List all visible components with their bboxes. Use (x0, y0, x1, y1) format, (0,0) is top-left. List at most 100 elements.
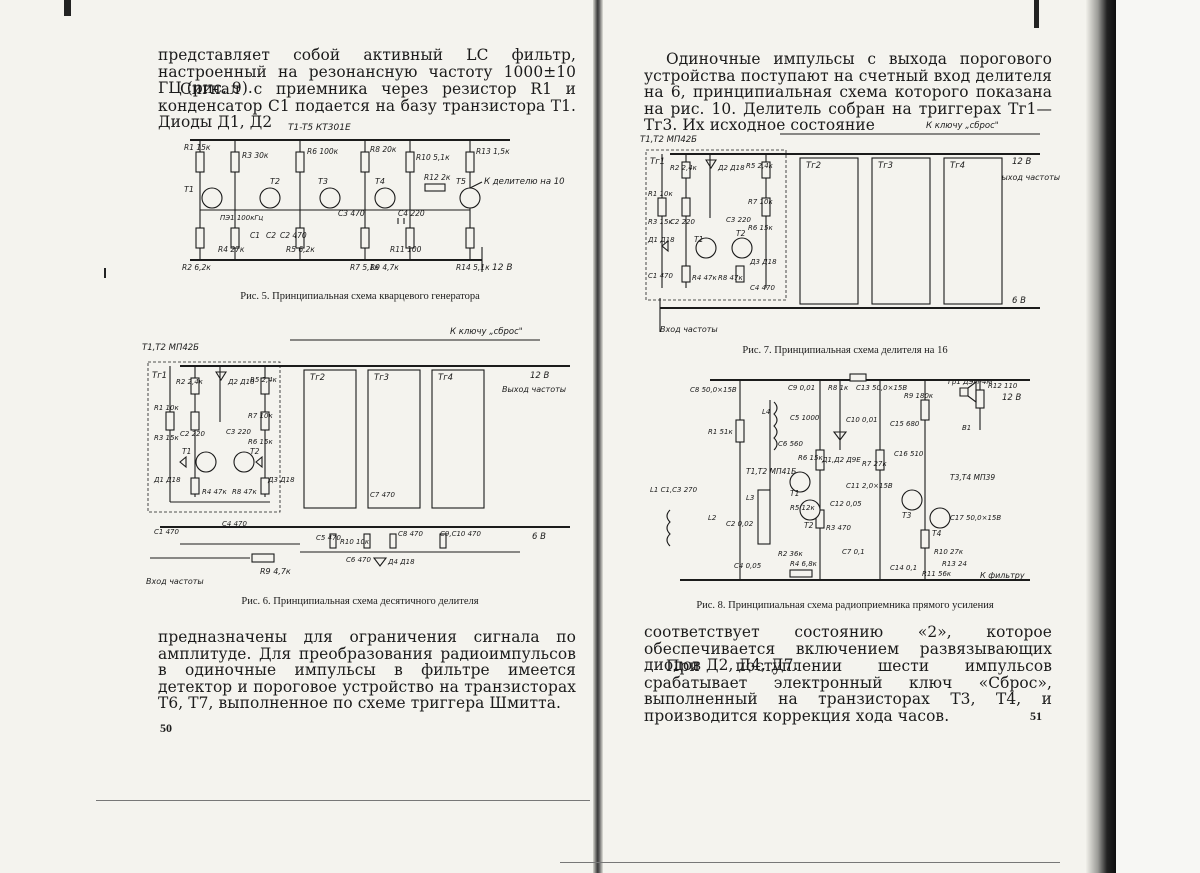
fig7-label: R5 2,4к (746, 162, 774, 170)
fig6-label: C4 470 (222, 520, 247, 528)
page-number: 51 (1030, 709, 1042, 723)
fig5-label: R5 6,2к (286, 245, 315, 254)
fig5-label: R11 100 (390, 245, 422, 254)
fig6-label: Д4 Д18 (387, 558, 415, 566)
fig8-label: C12 0,05 (830, 500, 862, 508)
fig6-label: R6 15к (248, 438, 273, 446)
fig6-reset-label: К ключу „сброс" (450, 327, 523, 337)
right-page: Одиночные импульсы с выхода порогового у… (630, 0, 1060, 873)
fig5-caption: Рис. 5. Принципиальная схема кварцевого … (240, 291, 480, 302)
fig8-label: T1 (790, 489, 799, 498)
fig7-label: R7 10к (748, 198, 773, 206)
fig7-block-label: Тг2 (806, 161, 821, 171)
fig6-block-label: Тг2 (310, 373, 325, 383)
fig8-label: C13 50,0×15В (856, 384, 907, 392)
fig8-label: R4 6,8к (790, 560, 818, 568)
book-gutter (593, 0, 603, 873)
fig5-label: C2 (266, 231, 276, 240)
fig5-label: R8 20к (370, 145, 397, 154)
fig7-caption: Рис. 7. Принципиальная схема делителя на… (742, 345, 948, 356)
fig8-label: C8 50,0×15В (690, 386, 737, 394)
fig6-label: C3 220 (226, 428, 251, 436)
fig5-label: R3 30к (242, 151, 269, 160)
fig6-r9-label: R9 4,7к (260, 567, 291, 576)
fig7-label: R8 47к (718, 274, 743, 282)
fig7-header: T1,T2 МП42Б (640, 135, 697, 145)
fig8-label: C14 0,1 (890, 564, 917, 572)
fig6-label: R5 2,4к (250, 376, 278, 384)
fig8-label: L1 C1,C3 270 (650, 486, 698, 494)
fig5-label: R6 100к (307, 147, 339, 156)
fig7-supply-bottom: 6 В (1012, 296, 1026, 306)
fig6-label: R1 10к (154, 404, 179, 412)
fig6-input-label: Вход частоты (146, 577, 204, 586)
fig8-label: L2 (708, 514, 717, 522)
fig8-label: R6 15к (798, 454, 823, 462)
paragraph-top: Одиночные импульсы с выхода порогового у… (644, 50, 1052, 135)
page-bottom-edge (96, 800, 590, 801)
fig8-label: R11 56к (922, 570, 952, 578)
paragraph-bottom: предназначены для ограничения сигнала по… (158, 628, 576, 713)
page-edge-shadow (1086, 0, 1116, 873)
page-number: 50 (160, 721, 172, 735)
fig7-label: C4 470 (750, 284, 775, 292)
fig7-label: R2 2,4к (670, 164, 698, 172)
fig7-label: T2 (736, 229, 746, 238)
fig7-label: R1 10к (648, 190, 673, 198)
fig8-label: Д1,Д2 Д9Е (821, 456, 861, 464)
fig6-label: R3 15к (154, 434, 179, 442)
fig6-label: C9,C10 470 (440, 530, 481, 538)
fig6-label: R8 47к (232, 488, 257, 496)
fig8-label: C6 560 (778, 440, 803, 448)
fig8-label: L4 (762, 408, 770, 416)
fig7-label: Д2 Д18 (717, 164, 745, 172)
fig8-label: C2 0,02 (726, 520, 754, 528)
fig8-label: R3 470 (826, 524, 851, 532)
fig6-caption: Рис. 6. Принципиальная схема десятичного… (241, 596, 479, 607)
fig6-label: T1 (182, 447, 191, 456)
fig5-label: T1 (184, 185, 194, 194)
fig8-filter-output: К фильтру (980, 571, 1025, 580)
fig7-label: R3 15к (648, 218, 673, 226)
fig5-label: R4 27к (218, 245, 245, 254)
fig6-label: C5 470 (316, 534, 341, 542)
fig8-label: R8 1к (828, 384, 849, 392)
fig5-label: C1 (250, 231, 260, 240)
fig7-block-label: Тг4 (950, 161, 965, 171)
fig7-label: Д3 Д18 (749, 258, 777, 266)
fig6-label: C6 470 (346, 556, 371, 564)
fig5-label: R9 4,7к (370, 263, 399, 272)
fig7-reset-label: К ключу „сброс" (926, 121, 999, 131)
fig5-label: C4 220 (398, 209, 425, 218)
fig5-label: R10 5,1к (416, 153, 450, 162)
fig5-label: C3 470 (338, 209, 365, 218)
fig5-label: R2 6,2к (182, 263, 211, 272)
fig8-label: C4 0,05 (734, 562, 762, 570)
fig8-label: C15 680 (890, 420, 920, 428)
fig8-label: C7 0,1 (842, 548, 865, 556)
fig7-label: R6 15к (748, 224, 773, 232)
fig6-label: C7 470 (370, 491, 395, 499)
fig6-label: C1 470 (154, 528, 179, 536)
fig7-label: C1 470 (648, 272, 673, 280)
fig6-block-label: Тг3 (374, 373, 389, 383)
scan-speck (104, 268, 106, 278)
fig8-label: R13 24 (942, 560, 967, 568)
fig5-schematic: T1-T5 КТ301Е 12 В К делителю на 10 R1 15… (182, 123, 565, 273)
fig5-supply: 12 В (492, 263, 513, 273)
fig8-label: R7 27к (862, 460, 887, 468)
fig5-label: R1 15к (184, 143, 211, 152)
fig6-label: Д1 Д18 (153, 476, 181, 484)
fig6-supply-bottom: 6 В (532, 532, 546, 542)
fig6-label: C8 470 (398, 530, 423, 538)
fig5-label: R12 2к (424, 173, 451, 182)
fig6-label: C2 220 (180, 430, 205, 438)
fig6-block-label: Тг4 (438, 373, 453, 383)
fig7-supply-top: 12 В (1012, 157, 1032, 167)
fig7-label: T1 (694, 235, 703, 244)
fig5-header: T1-T5 КТ301Е (288, 123, 351, 133)
fig5-label: R7 5,1к (350, 263, 379, 272)
fig6-label: Д3 Д18 (267, 476, 295, 484)
fig8-label: L3 (746, 494, 754, 502)
fig8-label: C16 510 (894, 450, 924, 458)
